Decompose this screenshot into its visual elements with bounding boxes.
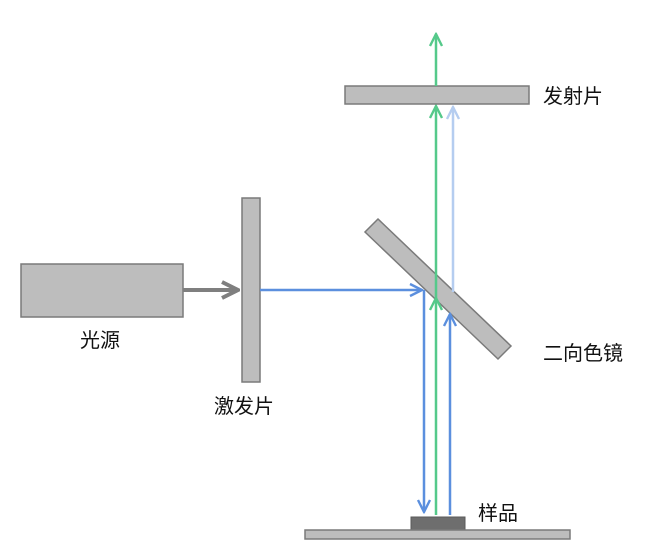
dichroic-mirror-plate (363, 217, 513, 361)
sample-block (410, 516, 466, 531)
emission-filter-plate (344, 85, 530, 105)
light-source-label: 光源 (80, 328, 120, 352)
dichroic-mirror-label: 二向色镜 (543, 341, 623, 365)
emission-filter-label: 发射片 (543, 84, 603, 108)
light-source-box (20, 263, 184, 318)
excitation-filter-plate (241, 197, 261, 383)
sample-label: 样品 (478, 501, 518, 525)
excitation-filter-label: 激发片 (214, 394, 274, 418)
sample-stage (304, 529, 571, 540)
